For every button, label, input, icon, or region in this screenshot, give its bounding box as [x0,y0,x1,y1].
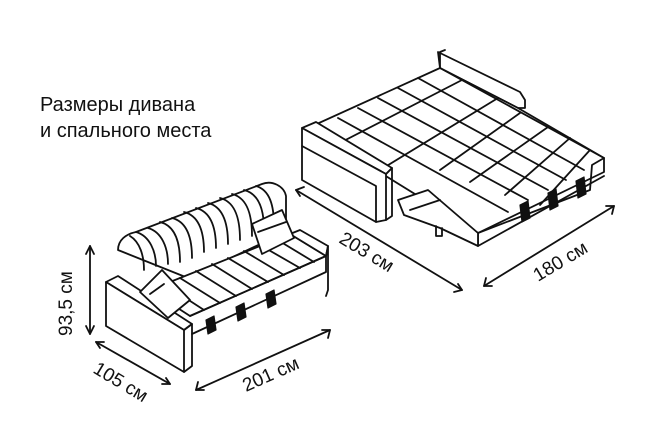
diagram-title: Размеры дивана и спального места [40,92,211,144]
label-bed-width: 180 см [530,238,592,287]
dimension-sofa-width: 201 см [195,329,331,397]
dimension-sofa-height: 93,5 см [56,245,95,336]
title-line-2: и спального места [40,120,212,142]
label-bed-length: 203 см [335,228,397,277]
label-sofa-width: 201 см [239,353,302,396]
unfolded-bed [301,49,605,247]
folded-sofa [105,181,329,373]
title-line-1: Размеры дивана [40,94,196,116]
label-sofa-depth: 105 см [89,358,151,407]
label-sofa-height: 93,5 см [56,271,77,336]
